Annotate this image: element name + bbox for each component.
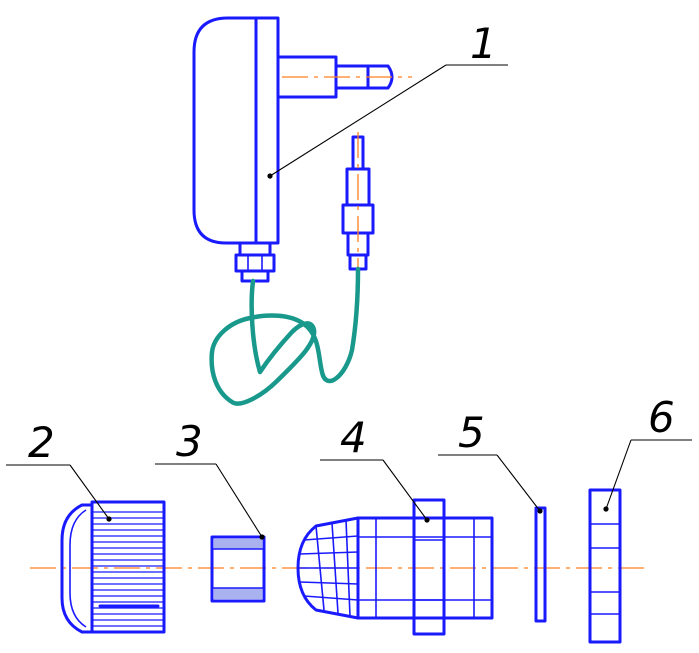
callout-4-label: 4	[340, 413, 367, 462]
callout-3-label: 3	[176, 417, 203, 466]
callout-6: 6	[603, 393, 692, 512]
gland-body-fingers	[299, 519, 359, 617]
callout-3: 3	[155, 417, 265, 540]
callout-4: 4	[320, 413, 430, 523]
adapter-strain-relief	[234, 241, 276, 283]
power-adapter	[192, 16, 412, 406]
callout-5-label: 5	[458, 408, 485, 457]
lock-nut	[588, 488, 622, 644]
callout-6-label: 6	[648, 393, 675, 442]
adapter-housing	[192, 16, 280, 245]
callout-2: 2	[6, 418, 112, 522]
callout-5: 5	[438, 408, 543, 514]
cap-nut-knurling	[92, 511, 164, 627]
callout-1-label: 1	[470, 19, 497, 68]
gland-seal-insert	[210, 535, 266, 603]
gland-cap-nut	[60, 500, 166, 634]
callout-1: 1	[267, 19, 508, 179]
gasket	[534, 506, 547, 623]
callout-2-label: 2	[28, 418, 55, 467]
adapter-cable	[209, 266, 361, 406]
gland-body	[296, 498, 494, 636]
